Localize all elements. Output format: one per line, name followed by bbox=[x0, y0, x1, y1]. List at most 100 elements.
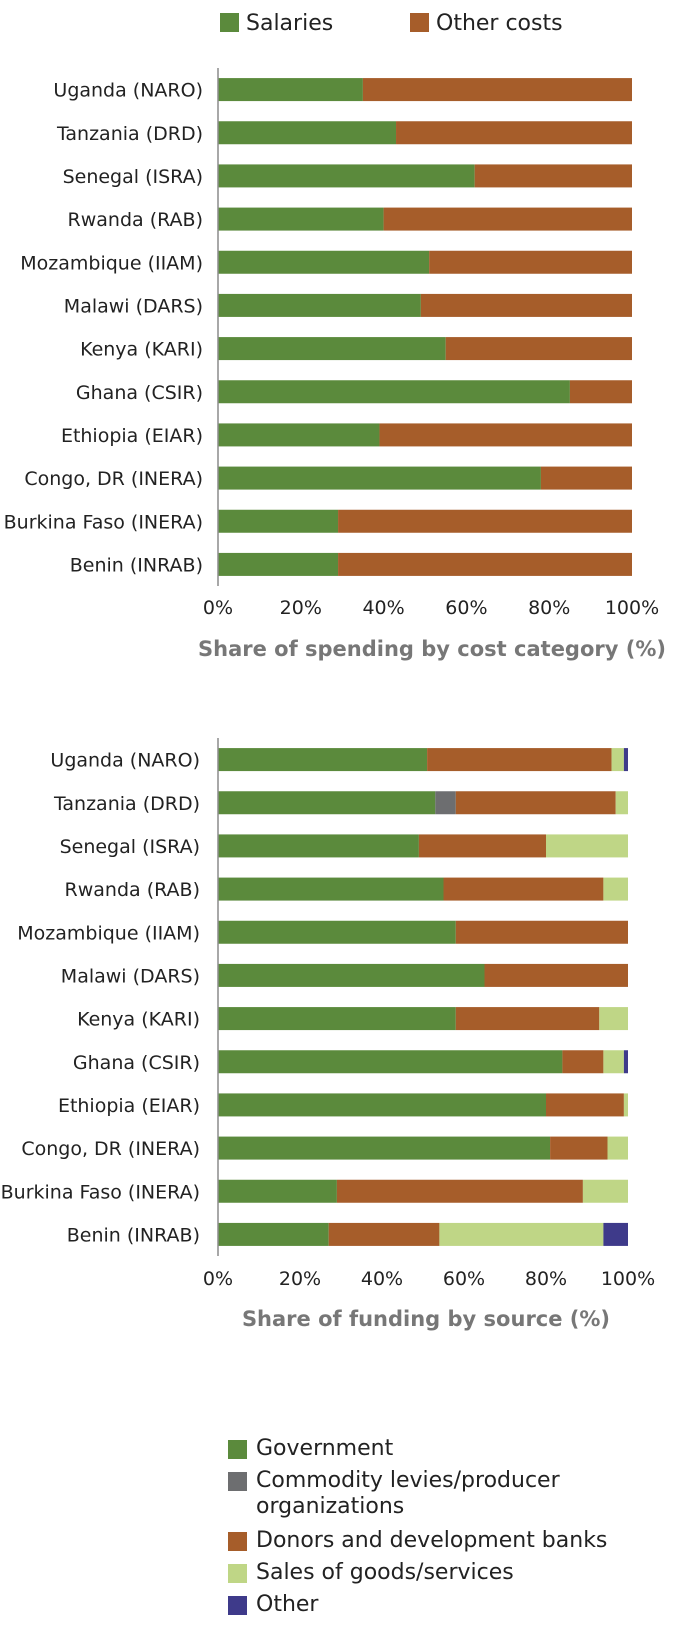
bar-other-costs-ethiopia-eiar bbox=[379, 423, 632, 447]
x-tick-label: 100% bbox=[601, 1268, 655, 1290]
bar-sales-of-goods-services-congo-dr-inera bbox=[607, 1136, 628, 1160]
category-label-senegal-isra: Senegal (ISRA) bbox=[60, 836, 200, 858]
bar-sales-of-goods-services-ethiopia-eiar bbox=[623, 1093, 628, 1117]
x-tick-label: 40% bbox=[362, 597, 404, 619]
bar-salaries-ethiopia-eiar bbox=[218, 423, 380, 447]
x-tick-label: 60% bbox=[445, 597, 487, 619]
bar-government-tanzania-drd bbox=[218, 791, 436, 815]
bar-sales-of-goods-services-tanzania-drd bbox=[615, 791, 628, 815]
category-label-rwanda-rab: Rwanda (RAB) bbox=[68, 209, 203, 231]
bar-salaries-malawi-dars bbox=[218, 293, 421, 317]
legend-item-commodity-levies-producer-organizations: Commodity levies/producer organizations bbox=[228, 1468, 636, 1524]
legend-label-salaries: Salaries bbox=[246, 11, 333, 36]
bar-other-costs-mozambique-iiam bbox=[429, 250, 632, 274]
bar-other-costs-congo-dr-inera bbox=[540, 466, 632, 490]
legend-item-other: Other bbox=[228, 1592, 636, 1620]
bar-government-kenya-kari bbox=[218, 1007, 456, 1031]
bar-other-costs-benin-inrab bbox=[338, 552, 632, 576]
bar-donors-and-development-banks-uganda-naro bbox=[427, 748, 612, 772]
bar-sales-of-goods-services-benin-inrab bbox=[439, 1222, 604, 1246]
legend-swatch-donors-and-development-banks bbox=[228, 1532, 247, 1551]
bar-donors-and-development-banks-tanzania-drd bbox=[455, 791, 616, 815]
bar-other-costs-senegal-isra bbox=[474, 164, 632, 188]
bar-government-mozambique-iiam bbox=[218, 920, 456, 944]
bar-donors-and-development-banks-congo-dr-inera bbox=[550, 1136, 608, 1160]
bar-donors-and-development-banks-rwanda-rab bbox=[443, 877, 604, 901]
bar-government-burkina-faso-inera bbox=[218, 1179, 337, 1203]
bar-salaries-kenya-kari bbox=[218, 337, 446, 361]
bar-other-costs-malawi-dars bbox=[420, 293, 632, 317]
category-label-tanzania-drd: Tanzania (DRD) bbox=[56, 123, 203, 145]
bar-other-costs-tanzania-drd bbox=[396, 121, 632, 145]
bar-other-costs-burkina-faso-inera bbox=[338, 509, 632, 533]
category-label-ethiopia-eiar: Ethiopia (EIAR) bbox=[58, 1095, 200, 1117]
bar-government-congo-dr-inera bbox=[218, 1136, 551, 1160]
bar-other-costs-kenya-kari bbox=[445, 337, 632, 361]
category-label-malawi-dars: Malawi (DARS) bbox=[61, 965, 200, 987]
category-label-ghana-csir: Ghana (CSIR) bbox=[76, 382, 203, 404]
category-label-benin-inrab: Benin (INRAB) bbox=[70, 554, 203, 576]
bar-sales-of-goods-services-senegal-isra bbox=[546, 834, 628, 858]
legend-swatch-sales-of-goods-services bbox=[228, 1564, 247, 1583]
legend-swatch-government bbox=[228, 1440, 247, 1459]
bar-salaries-mozambique-iiam bbox=[218, 250, 430, 274]
bar-other-costs-uganda-naro bbox=[362, 78, 632, 102]
bar-donors-and-development-banks-kenya-kari bbox=[455, 1007, 600, 1031]
category-label-mozambique-iiam: Mozambique (IIAM) bbox=[20, 252, 203, 274]
legend-label-other: Other bbox=[256, 1592, 319, 1617]
legend-swatch-salaries bbox=[220, 13, 239, 32]
bar-commodity-levies-producer-organizations-tanzania-drd bbox=[435, 791, 456, 815]
x-tick-label: 0% bbox=[203, 1268, 233, 1290]
category-label-congo-dr-inera: Congo, DR (INERA) bbox=[21, 1138, 200, 1160]
x-axis-title: Share of spending by cost category (%) bbox=[198, 637, 666, 661]
x-tick-label: 80% bbox=[525, 1268, 567, 1290]
bar-donors-and-development-banks-benin-inrab bbox=[328, 1222, 440, 1246]
bar-government-benin-inrab bbox=[218, 1222, 329, 1246]
bar-sales-of-goods-services-rwanda-rab bbox=[603, 877, 628, 901]
bar-other-costs-rwanda-rab bbox=[383, 207, 632, 231]
bar-salaries-ghana-csir bbox=[218, 380, 570, 404]
legend-label-commodity-levies-producer-organizations: Commodity levies/producer organizations bbox=[256, 1468, 560, 1519]
category-label-kenya-kari: Kenya (KARI) bbox=[77, 1009, 200, 1031]
bar-government-uganda-naro bbox=[218, 748, 428, 772]
x-tick-label: 60% bbox=[443, 1268, 485, 1290]
x-tick-label: 40% bbox=[361, 1268, 403, 1290]
category-label-mozambique-iiam: Mozambique (IIAM) bbox=[17, 922, 200, 944]
category-label-benin-inrab: Benin (INRAB) bbox=[67, 1224, 200, 1246]
category-label-burkina-faso-inera: Burkina Faso (INERA) bbox=[1, 1181, 200, 1203]
bar-government-ghana-csir bbox=[218, 1050, 563, 1074]
bar-sales-of-goods-services-burkina-faso-inera bbox=[582, 1179, 628, 1203]
bar-salaries-benin-inrab bbox=[218, 552, 339, 576]
category-label-rwanda-rab: Rwanda (RAB) bbox=[65, 879, 200, 901]
legend-item-donors-and-development-banks: Donors and development banks bbox=[228, 1528, 636, 1556]
bar-other-uganda-naro bbox=[623, 748, 628, 772]
bar-salaries-senegal-isra bbox=[218, 164, 475, 188]
bar-salaries-burkina-faso-inera bbox=[218, 509, 339, 533]
category-label-burkina-faso-inera: Burkina Faso (INERA) bbox=[4, 511, 203, 533]
legend-item-sales-of-goods-services: Sales of goods/services bbox=[228, 1560, 636, 1588]
bar-donors-and-development-banks-senegal-isra bbox=[418, 834, 546, 858]
legend-item-government: Government bbox=[228, 1436, 636, 1464]
category-label-congo-dr-inera: Congo, DR (INERA) bbox=[24, 468, 203, 490]
bar-donors-and-development-banks-ethiopia-eiar bbox=[546, 1093, 624, 1117]
bar-other-ghana-csir bbox=[623, 1050, 628, 1074]
category-label-senegal-isra: Senegal (ISRA) bbox=[63, 166, 203, 188]
bar-salaries-uganda-naro bbox=[218, 78, 363, 102]
bar-other-costs-ghana-csir bbox=[569, 380, 632, 404]
bar-government-ethiopia-eiar bbox=[218, 1093, 546, 1117]
x-tick-label: 0% bbox=[203, 597, 233, 619]
legend-swatch-other bbox=[228, 1596, 247, 1615]
legend-label-sales-of-goods-services: Sales of goods/services bbox=[256, 1560, 514, 1585]
legend-swatch-commodity-levies-producer-organizations bbox=[228, 1472, 247, 1491]
legend-label-other-costs: Other costs bbox=[436, 11, 563, 36]
bar-salaries-tanzania-drd bbox=[218, 121, 397, 145]
legend-top: Salaries Other costs bbox=[220, 11, 563, 36]
bar-donors-and-development-banks-malawi-dars bbox=[484, 963, 628, 987]
spending-chart: Uganda (NARO)Tanzania (DRD)Senegal (ISRA… bbox=[4, 68, 666, 661]
x-axis-title: Share of funding by source (%) bbox=[242, 1307, 610, 1331]
category-label-ethiopia-eiar: Ethiopia (EIAR) bbox=[61, 425, 203, 447]
x-tick-label: 100% bbox=[605, 597, 659, 619]
category-label-tanzania-drd: Tanzania (DRD) bbox=[53, 793, 200, 815]
